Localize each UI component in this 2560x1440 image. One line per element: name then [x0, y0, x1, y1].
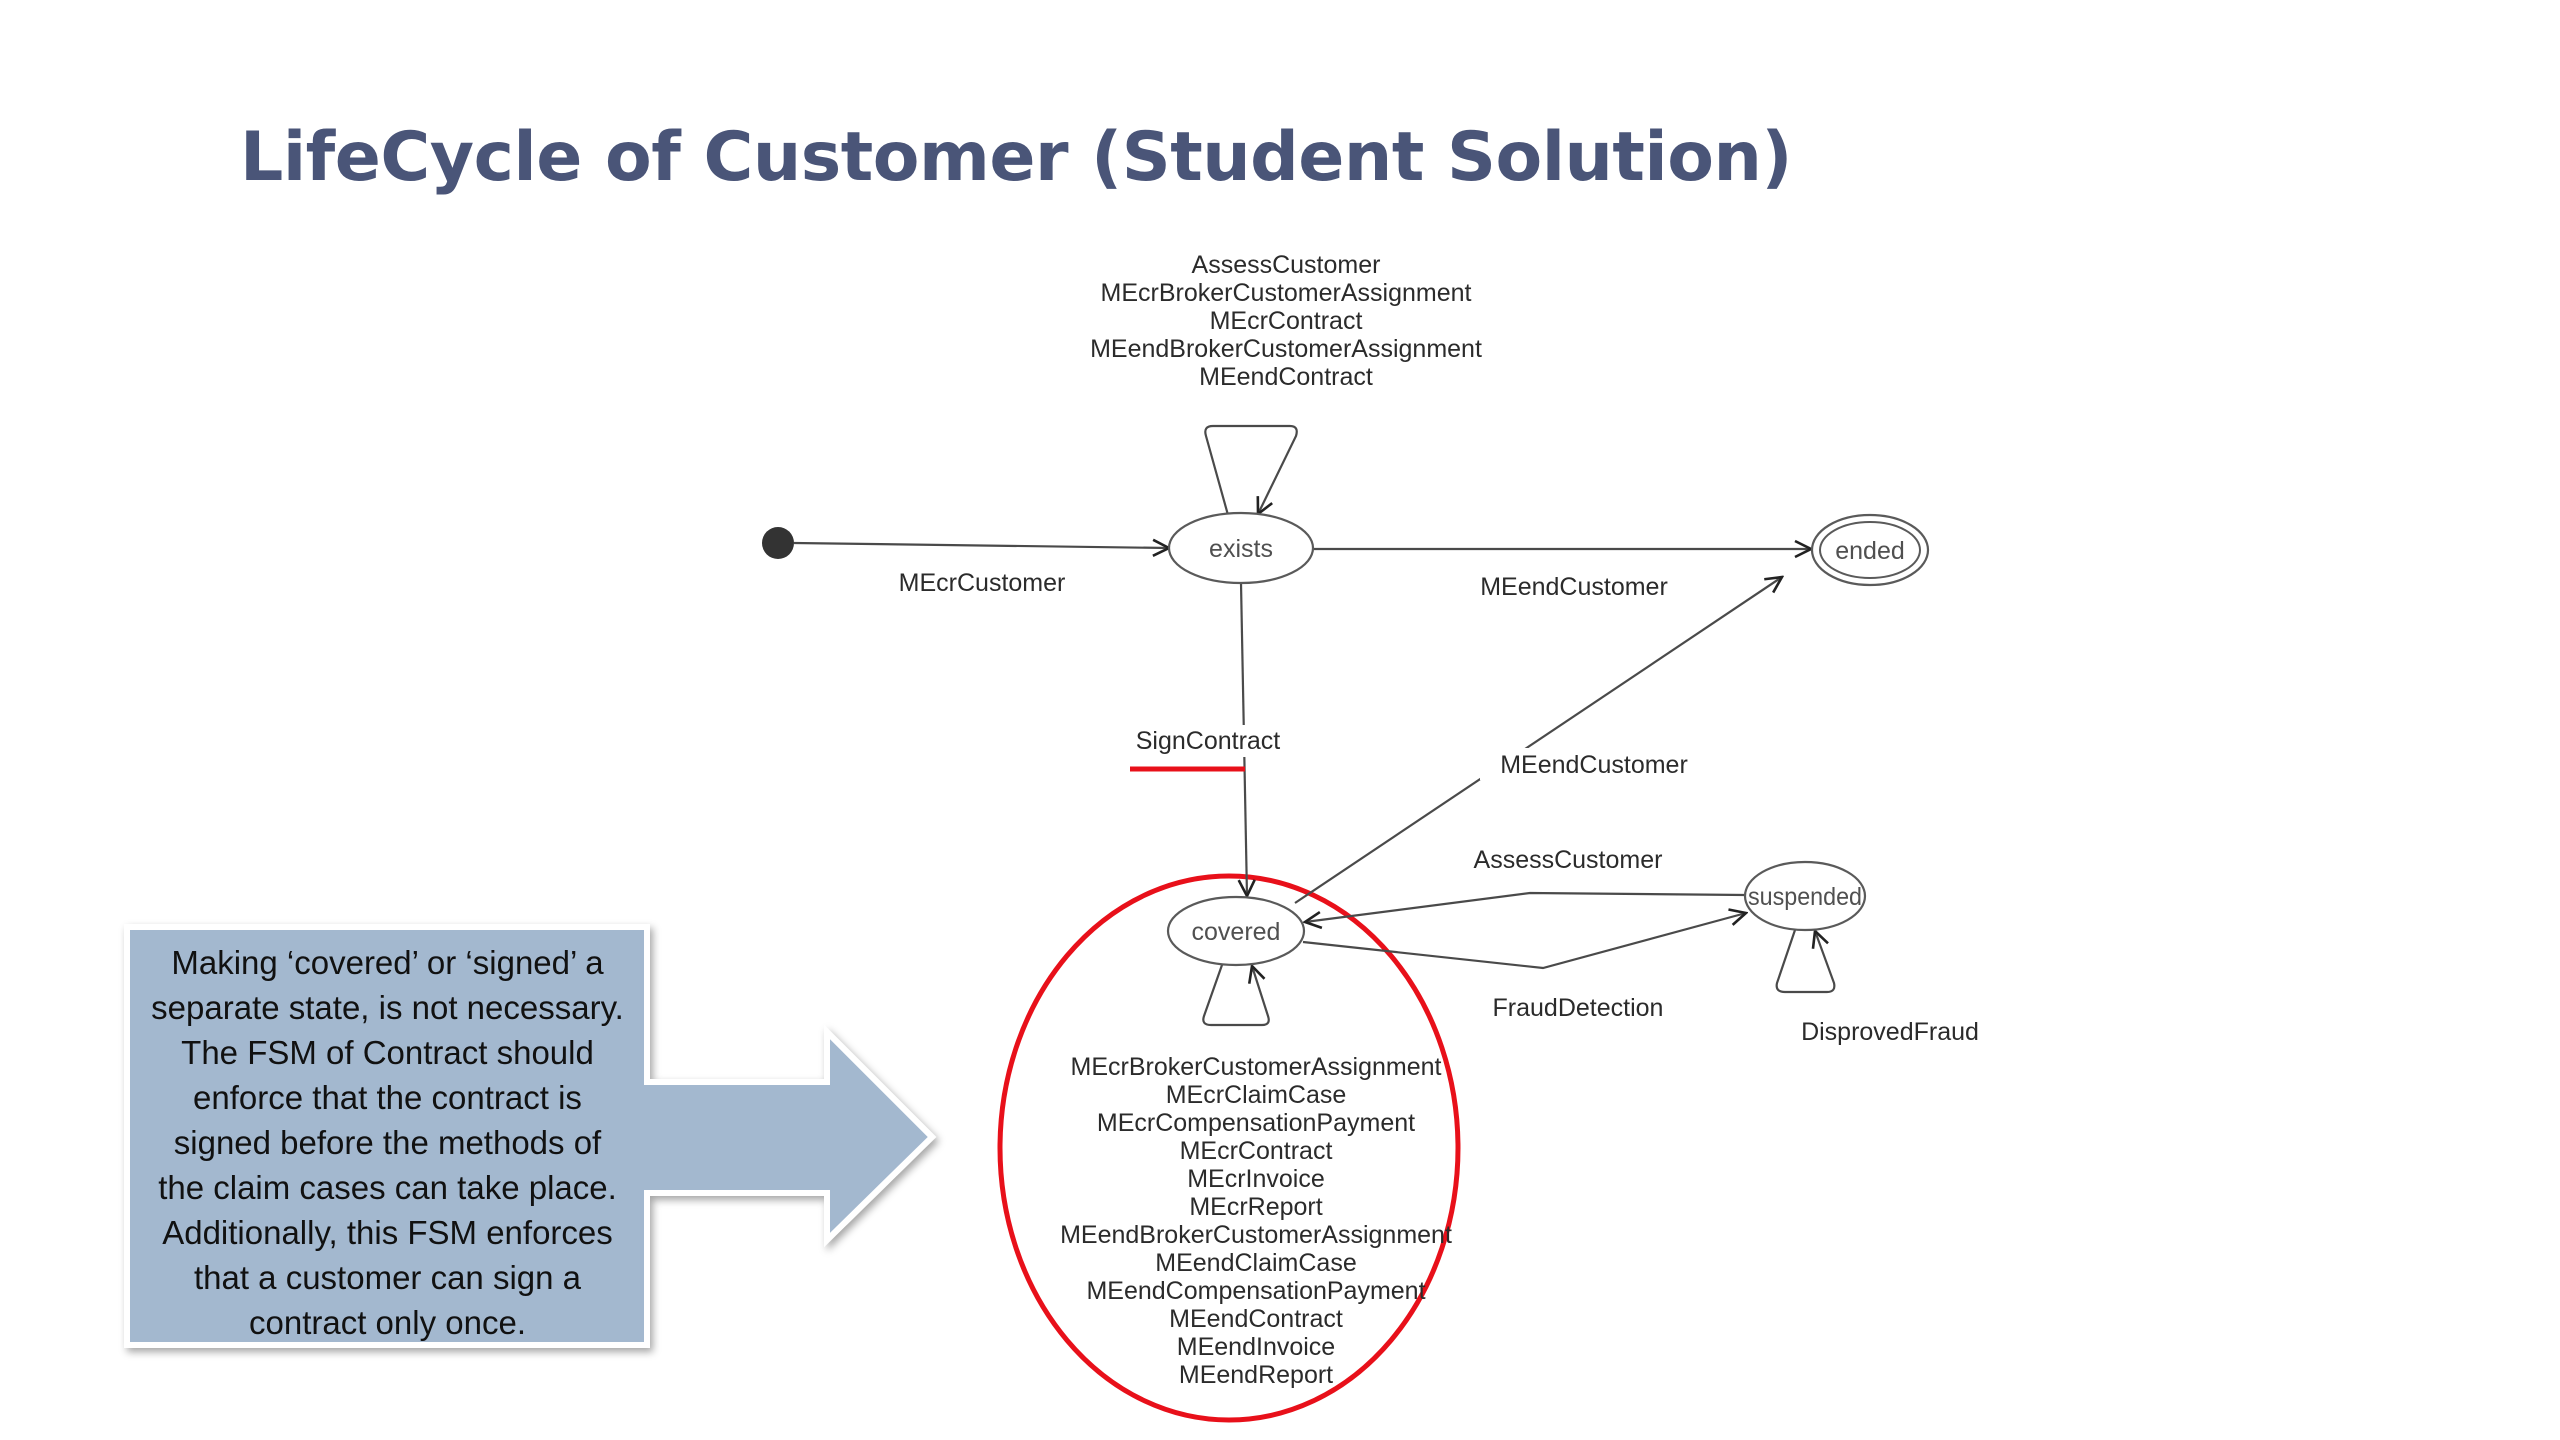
covered-loop-event: MEcrContract [1180, 1137, 1333, 1165]
state-covered: covered [1166, 895, 1306, 967]
covered-loop-event: MEcrCompensationPayment [1097, 1109, 1415, 1137]
covered-loop-event: MEcrBrokerCustomerAssignment [1071, 1053, 1442, 1081]
state-exists-label: exists [1209, 535, 1273, 563]
edge-covered-suspended [1302, 913, 1746, 970]
callout-text: Making ‘covered’ or ‘signed’ a separate … [135, 940, 640, 1345]
state-exists: exists [1167, 511, 1315, 585]
edge-suspended-loop-label: DisprovedFraud [1801, 1018, 1979, 1046]
callout-line: the claim cases can take place. [158, 1169, 617, 1206]
exists-loop-event: MEcrBrokerCustomerAssignment [1101, 279, 1472, 307]
edge-covered-suspended-label: FraudDetection [1493, 994, 1664, 1022]
state-suspended: suspended [1743, 860, 1867, 932]
state-ended-label: ended [1835, 537, 1905, 565]
edge-exists-ended-label: MEendCustomer [1480, 573, 1668, 601]
state-ended: ended [1810, 513, 1930, 587]
covered-loop-event: MEendReport [1179, 1361, 1333, 1389]
edge-sign-label: SignContract [1136, 727, 1281, 755]
callout-shape [124, 924, 937, 1348]
callout-line: that a customer can sign a [193, 1259, 582, 1296]
edge-suspended-covered [1305, 891, 1746, 922]
covered-loop-events: MEcrBrokerCustomerAssignment MEcrClaimCa… [1060, 1053, 1452, 1389]
edge-create-label: MEcrCustomer [899, 569, 1066, 597]
initial-state-dot [762, 527, 794, 559]
covered-loop-event: MEcrReport [1189, 1193, 1322, 1221]
callout-line: signed before the methods of [173, 1124, 602, 1161]
edge-covered-ended [1294, 577, 1782, 904]
exists-loop-event: MEendContract [1199, 363, 1373, 391]
callout-line: enforce that the contract is [193, 1079, 582, 1116]
edge-suspended-loop [1775, 930, 1836, 994]
covered-loop-event: MEendBrokerCustomerAssignment [1060, 1221, 1452, 1249]
exists-loop-event: MEcrContract [1210, 307, 1363, 335]
state-suspended-label: suspended [1748, 883, 1862, 911]
edge-covered-ended-label: MEendCustomer [1500, 751, 1688, 779]
exists-loop-event: AssessCustomer [1192, 251, 1381, 279]
callout-line: separate state, is not necessary. [151, 989, 624, 1026]
covered-loop-event: MEendInvoice [1177, 1333, 1335, 1361]
exists-loop-events: AssessCustomer MEcrBrokerCustomerAssignm… [1090, 251, 1482, 391]
exists-loop-event: MEendBrokerCustomerAssignment [1090, 335, 1482, 363]
edge-create [793, 543, 1169, 548]
covered-loop-event: MEcrClaimCase [1166, 1081, 1347, 1109]
edge-exists-loop [1204, 424, 1298, 515]
callout-line: Making ‘covered’ or ‘signed’ a [171, 944, 604, 981]
callout-line: Additionally, this FSM enforces [162, 1214, 613, 1251]
callout-line: The FSM of Contract should [181, 1034, 594, 1071]
callout-line: contract only once. [249, 1304, 526, 1341]
covered-loop-event: MEendCompensationPayment [1086, 1277, 1425, 1305]
covered-loop-event: MEendContract [1169, 1305, 1343, 1333]
highlight-ellipse [997, 873, 1461, 1423]
state-covered-label: covered [1192, 918, 1281, 946]
covered-loop-event: MEcrInvoice [1187, 1165, 1325, 1193]
covered-loop-event: MEendClaimCase [1155, 1249, 1356, 1277]
edge-covered-loop [1202, 965, 1270, 1027]
edge-suspended-covered-label: AssessCustomer [1474, 846, 1663, 874]
slide-title: LifeCycle of Customer (Student Solution) [240, 118, 1792, 197]
